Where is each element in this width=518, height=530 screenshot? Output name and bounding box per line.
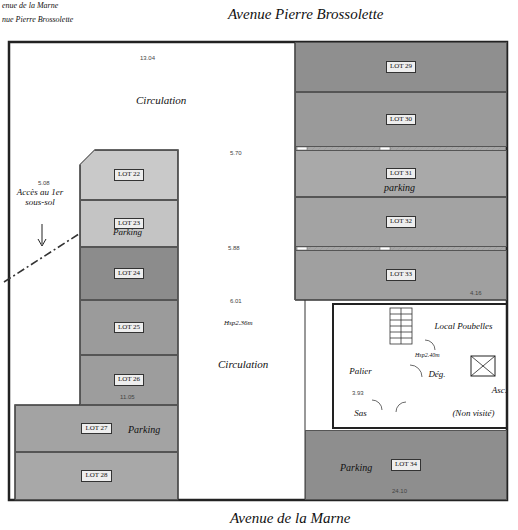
lot-number: LOT 22 (114, 169, 144, 181)
room-name: Local Poubelles (434, 322, 492, 332)
lot-number: LOT 29 (386, 61, 416, 73)
parking-lot: LOT 23 (80, 200, 178, 247)
parking-lot: LOT 22 (80, 150, 178, 200)
parking-lot: LOT 29 (295, 42, 507, 92)
dimension: 5.70 (230, 150, 242, 157)
area-label: Avenue Pierre Brossolette (228, 6, 384, 23)
room-name: Palier (349, 367, 372, 377)
room: (Non visité) (440, 400, 507, 428)
area-label: parking (384, 182, 415, 193)
area-label: Circulation (218, 358, 268, 370)
room: Sas (333, 400, 388, 428)
dimension: 3.93 (352, 390, 364, 397)
lot-number: LOT 24 (114, 268, 144, 280)
parking-lot: LOT 24 (80, 247, 178, 300)
room-name: Asc. (492, 386, 507, 396)
dimension: 4.16 (470, 290, 482, 297)
dimension: 11.05 (120, 394, 135, 401)
parking-lot: LOT 28 (15, 452, 178, 500)
area-label: Parking (113, 228, 142, 238)
lot-number: LOT 26 (114, 374, 144, 386)
parking-lot: LOT 32 (295, 197, 507, 247)
parking-lot: LOT 30 (295, 92, 507, 147)
lot-number: LOT 27 (81, 423, 111, 435)
lot-number: LOT 25 (114, 322, 144, 334)
area-label: Circulation (136, 94, 186, 106)
lot-number: LOT 28 (81, 470, 111, 482)
area-label: Hsp2.36m (224, 320, 253, 328)
dimension: 6.01 (230, 298, 242, 305)
area-label: Parking (340, 462, 372, 473)
room-name: Sas (354, 409, 367, 419)
area-label: Accès au 1er sous-sol (14, 188, 66, 208)
room: Local Poubelles (420, 304, 507, 350)
area-label: Avenue de la Marne (230, 510, 350, 527)
area-label: nue Pierre Brossolette (2, 16, 73, 25)
lot-number: LOT 33 (386, 269, 416, 281)
dimension: 5.08 (38, 180, 50, 187)
dimension: 13.04 (140, 55, 155, 62)
room-name: (Non visité) (452, 409, 494, 419)
dimension: 5.88 (228, 245, 240, 252)
area-label: Parking (128, 424, 160, 435)
lot-number: LOT 31 (386, 168, 416, 180)
parking-lot: LOT 25 (80, 300, 178, 355)
area-label: Hsp2.40m (415, 352, 440, 359)
room-name: Dég. (428, 370, 445, 380)
lot-number: LOT 30 (386, 114, 416, 126)
room: Asc. (462, 350, 507, 400)
lot-number: LOT 34 (391, 459, 421, 471)
lot-number: LOT 32 (386, 216, 416, 228)
area-label: enue de la Marne (2, 2, 58, 11)
dimension: 24.10 (392, 488, 407, 495)
